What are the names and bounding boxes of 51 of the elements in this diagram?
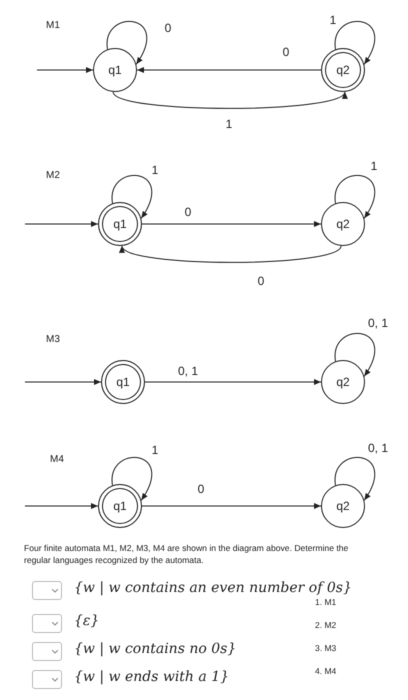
answer-option-text: {w | w contains an even number of 0s} — [74, 580, 352, 596]
transition-arrow — [142, 503, 322, 509]
state-circle: q2 — [321, 202, 365, 246]
self-loop-arrow — [334, 175, 375, 219]
answer-option-text: {w | w ends with a 1} — [74, 669, 230, 685]
state-circle: q2 — [321, 484, 365, 528]
edge-label: 0 — [184, 205, 192, 219]
transition-arrow — [142, 221, 322, 227]
machine-label: M4 — [50, 454, 64, 465]
self-loop-arrow — [334, 457, 375, 501]
state-circle: q1 — [93, 48, 137, 92]
edge-label: 1 — [224, 117, 234, 131]
choice-list-item: 3. M3 — [315, 643, 336, 653]
edge-label: 0 — [282, 45, 290, 59]
machine-label: M2 — [46, 170, 60, 181]
transition-arrow — [136, 67, 322, 73]
transition-arrow — [121, 245, 342, 263]
self-loop-arrow — [112, 175, 152, 219]
self-loop-arrow — [334, 333, 375, 377]
accept-state-circle: q1 — [101, 360, 145, 404]
answer-option-text: {ε} — [74, 613, 100, 629]
machine-label: M3 — [46, 334, 60, 345]
start-arrow — [24, 379, 102, 385]
transition-arrow — [112, 91, 346, 109]
accept-state-circle: q1 — [98, 202, 142, 246]
edge-label: 0, 1 — [367, 441, 389, 455]
edge-label: 0 — [256, 274, 266, 288]
edge-label: 0 — [196, 482, 206, 496]
edge-label: 1 — [150, 443, 160, 457]
state-circle: q2 — [321, 360, 365, 404]
accept-state-circle: q1 — [98, 484, 142, 528]
edge-label: 1 — [370, 159, 378, 173]
start-arrow — [24, 503, 98, 509]
question-text: Four finite automata M1, M2, M3, M4 are shown in the diagram above. Determine the regular languages recognized by the automata. — [24, 542, 350, 567]
edge-label: 0, 1 — [367, 316, 389, 330]
choice-list-item: 4. M4 — [315, 666, 336, 676]
choice-list-item: 1. M1 — [315, 597, 336, 607]
edge-label: 1 — [150, 163, 160, 177]
self-loop-arrow — [334, 21, 375, 65]
start-arrow — [36, 67, 94, 73]
self-loop-arrow — [106, 21, 147, 65]
edge-label: 0, 1 — [177, 364, 199, 378]
accept-state-circle: q2 — [321, 48, 365, 92]
transition-arrow — [144, 379, 322, 385]
choice-list-item: 2. M2 — [315, 620, 336, 630]
self-loop-arrow — [112, 457, 152, 501]
answer-option-text: {w | w contains no 0s} — [74, 641, 236, 657]
start-arrow — [24, 221, 98, 227]
machine-label: M1 — [46, 20, 60, 31]
edge-label: 1 — [328, 13, 338, 27]
edge-label: 0 — [164, 21, 172, 35]
